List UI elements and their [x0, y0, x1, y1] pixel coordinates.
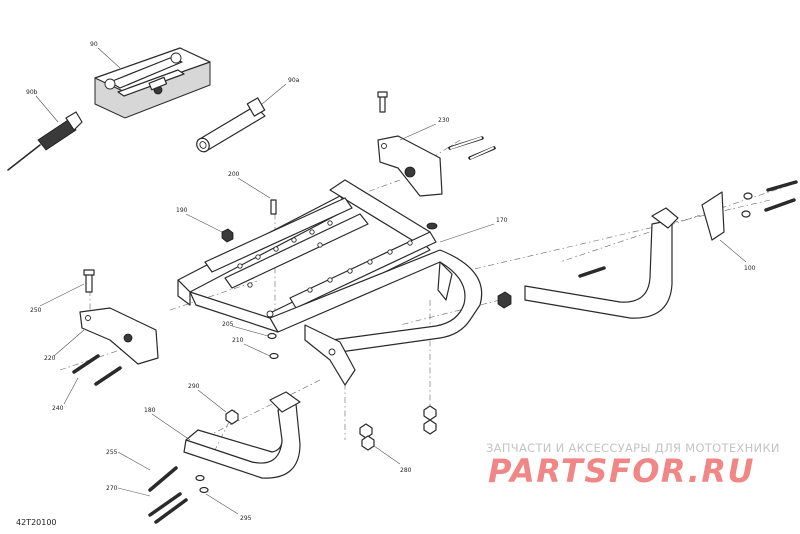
callout-255: 255 [106, 449, 118, 456]
watermark-logo: PARTSFOR.RU [488, 452, 755, 490]
callout-200: 200 [228, 171, 240, 178]
callout-90a: 90a [288, 77, 300, 84]
callout-leaders [35, 47, 747, 515]
callout-295: 295 [240, 515, 252, 522]
rack-frame-part-170 [177, 179, 483, 386]
callout-190: 190 [176, 207, 188, 214]
callout-90b: 90b [26, 89, 38, 96]
watermark-subtitle: ЗАПЧАСТИ И АКСЕССУАРЫ ДЛЯ МОТОТЕХНИКИ [486, 441, 780, 455]
callout-270: 270 [106, 485, 118, 492]
callout-180: 180 [144, 407, 156, 414]
callout-90: 90 [90, 41, 98, 48]
callout-210: 210 [232, 337, 244, 344]
callout-labels: 90 90a 90b 100 170 180 190 200 205 210 2… [26, 41, 756, 522]
support-leg-part-180 [183, 391, 301, 479]
callout-240: 240 [52, 405, 64, 412]
support-leg-part-100 [524, 191, 725, 319]
callout-220: 220 [44, 355, 56, 362]
callout-250: 250 [30, 307, 42, 314]
callout-280: 280 [400, 467, 412, 474]
bolts-and-nuts [72, 136, 798, 524]
callout-205: 205 [222, 321, 234, 328]
tool-kit-part-90 [94, 47, 211, 119]
callout-290: 290 [188, 383, 200, 390]
slat-holes [237, 220, 413, 293]
callout-230: 230 [438, 117, 450, 124]
socket-tube-part-90a [196, 97, 266, 153]
callout-170: 170 [496, 217, 508, 224]
drawing-number: 42T20100 [16, 518, 57, 527]
bracket-part-220 [79, 307, 159, 365]
screwdriver-part-90b [7, 111, 83, 171]
callout-100: 100 [744, 265, 756, 272]
bracket-part-230 [377, 91, 443, 197]
